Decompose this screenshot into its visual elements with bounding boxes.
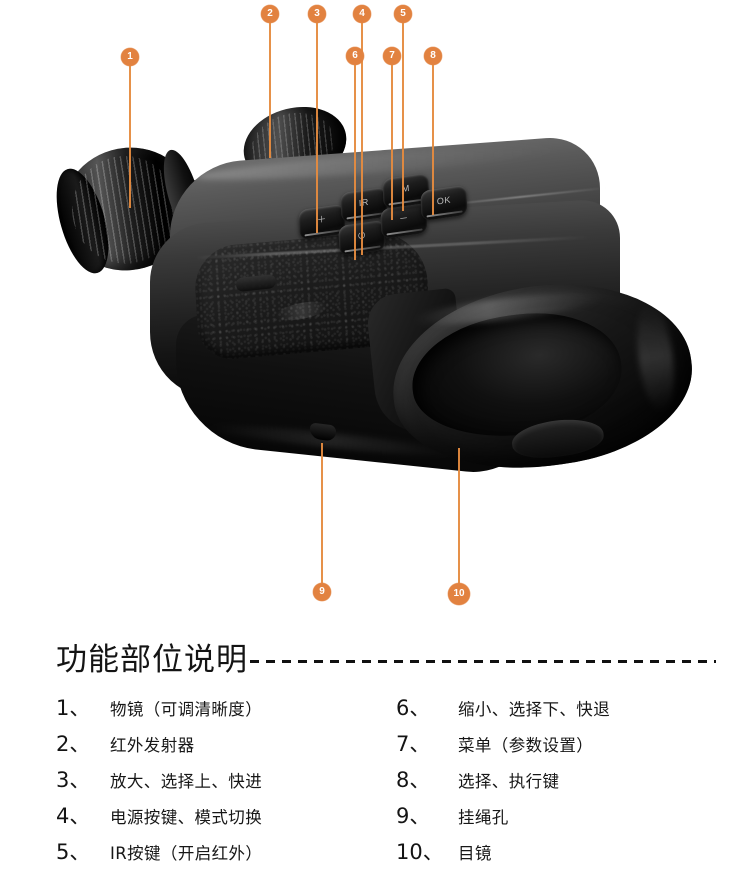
legend-list: 1、 物镜（可调清晰度） 2、 红外发射器 3、 放大、选择上、快进 4、 电源… [56,692,736,872]
legend-number-8: 8、 [396,768,431,792]
callout-line-4 [361,23,363,255]
legend-column-left: 1、 物镜（可调清晰度） 2、 红外发射器 3、 放大、选择上、快进 4、 电源… [56,692,396,872]
eyecup-highlight-side [631,300,680,414]
callout-badge-5[interactable]: 5 [394,5,412,23]
title-dashed-divider [250,659,716,663]
callout-line-7 [391,65,393,220]
legend-text-7: 菜单（参数设置） [458,736,594,755]
callout-7: 7 [383,47,401,220]
callout-badge-3[interactable]: 3 [308,5,326,23]
legend-number-6: 6、 [396,696,431,720]
callout-line-10 [458,448,460,583]
callout-8: 8 [424,47,442,215]
legend-item-4: 4、 电源按键、模式切换 [56,800,396,836]
callout-line-5 [402,23,404,211]
legend-number-5: 5、 [56,840,91,864]
legend-text-6: 缩小、选择下、快退 [458,700,611,719]
legend-number-9: 9、 [396,804,431,828]
callout-badge-8[interactable]: 8 [424,47,442,65]
legend-text-2: 红外发射器 [110,736,195,755]
section-title: 功能部位说明 [56,641,248,678]
legend-item-5: 5、 IR按键（开启红外） [56,836,396,872]
legend-item-3: 3、 放大、选择上、快进 [56,764,396,800]
callout-2: 2 [261,5,279,158]
product-photo: ＋ ⏻ IR － M OK [0,0,750,620]
callout-badge-6[interactable]: 6 [346,47,364,65]
callout-10: 10 [448,448,470,605]
legend-number-1: 1、 [56,696,91,720]
legend-item-9: 9、 挂绳孔 [396,800,736,836]
legend-item-8: 8、 选择、执行键 [396,764,736,800]
callout-3: 3 [308,5,326,233]
legend-text-10: 目镜 [458,844,492,863]
callout-badge-2[interactable]: 2 [261,5,279,23]
callout-5: 5 [394,5,412,211]
binocular-illustration: ＋ ⏻ IR － M OK [0,0,750,620]
legend-number-4: 4、 [56,804,91,828]
callout-line-6 [354,65,356,260]
callout-line-9 [321,443,323,583]
legend-item-2: 2、 红外发射器 [56,728,396,764]
callout-badge-4[interactable]: 4 [353,5,371,23]
caption-section: 功能部位说明 1、 物镜（可调清晰度） 2、 红外发射器 3、 放大、选择上、快… [0,620,750,876]
callout-badge-9[interactable]: 9 [313,583,331,601]
legend-number-3: 3、 [56,768,91,792]
legend-column-right: 6、 缩小、选择下、快退 7、 菜单（参数设置） 8、 选择、执行键 9、 挂绳… [396,692,736,872]
legend-number-10: 10、 [396,840,444,864]
callout-line-3 [316,23,318,233]
callout-6: 6 [346,47,364,260]
callout-line-2 [269,23,271,158]
legend-text-8: 选择、执行键 [458,772,560,791]
callout-badge-1[interactable]: 1 [121,48,139,66]
legend-item-7: 7、 菜单（参数设置） [396,728,736,764]
callout-9: 9 [313,443,331,601]
legend-number-2: 2、 [56,732,91,756]
legend-text-1: 物镜（可调清晰度） [110,700,263,719]
callout-1: 1 [121,48,139,208]
callout-line-8 [432,65,434,215]
callout-badge-7[interactable]: 7 [383,47,401,65]
legend-text-5: IR按键（开启红外） [110,844,263,863]
section-title-row: 功能部位说明 [56,634,716,678]
legend-text-3: 放大、选择上、快进 [110,772,263,791]
legend-item-10: 10、 目镜 [396,836,736,872]
callout-line-1 [129,66,131,208]
legend-item-1: 1、 物镜（可调清晰度） [56,692,396,728]
callout-4: 4 [353,5,371,255]
legend-text-9: 挂绳孔 [458,808,509,827]
legend-text-4: 电源按键、模式切换 [110,808,263,827]
legend-number-7: 7、 [396,732,431,756]
callout-badge-10[interactable]: 10 [448,583,470,605]
legend-item-6: 6、 缩小、选择下、快退 [396,692,736,728]
